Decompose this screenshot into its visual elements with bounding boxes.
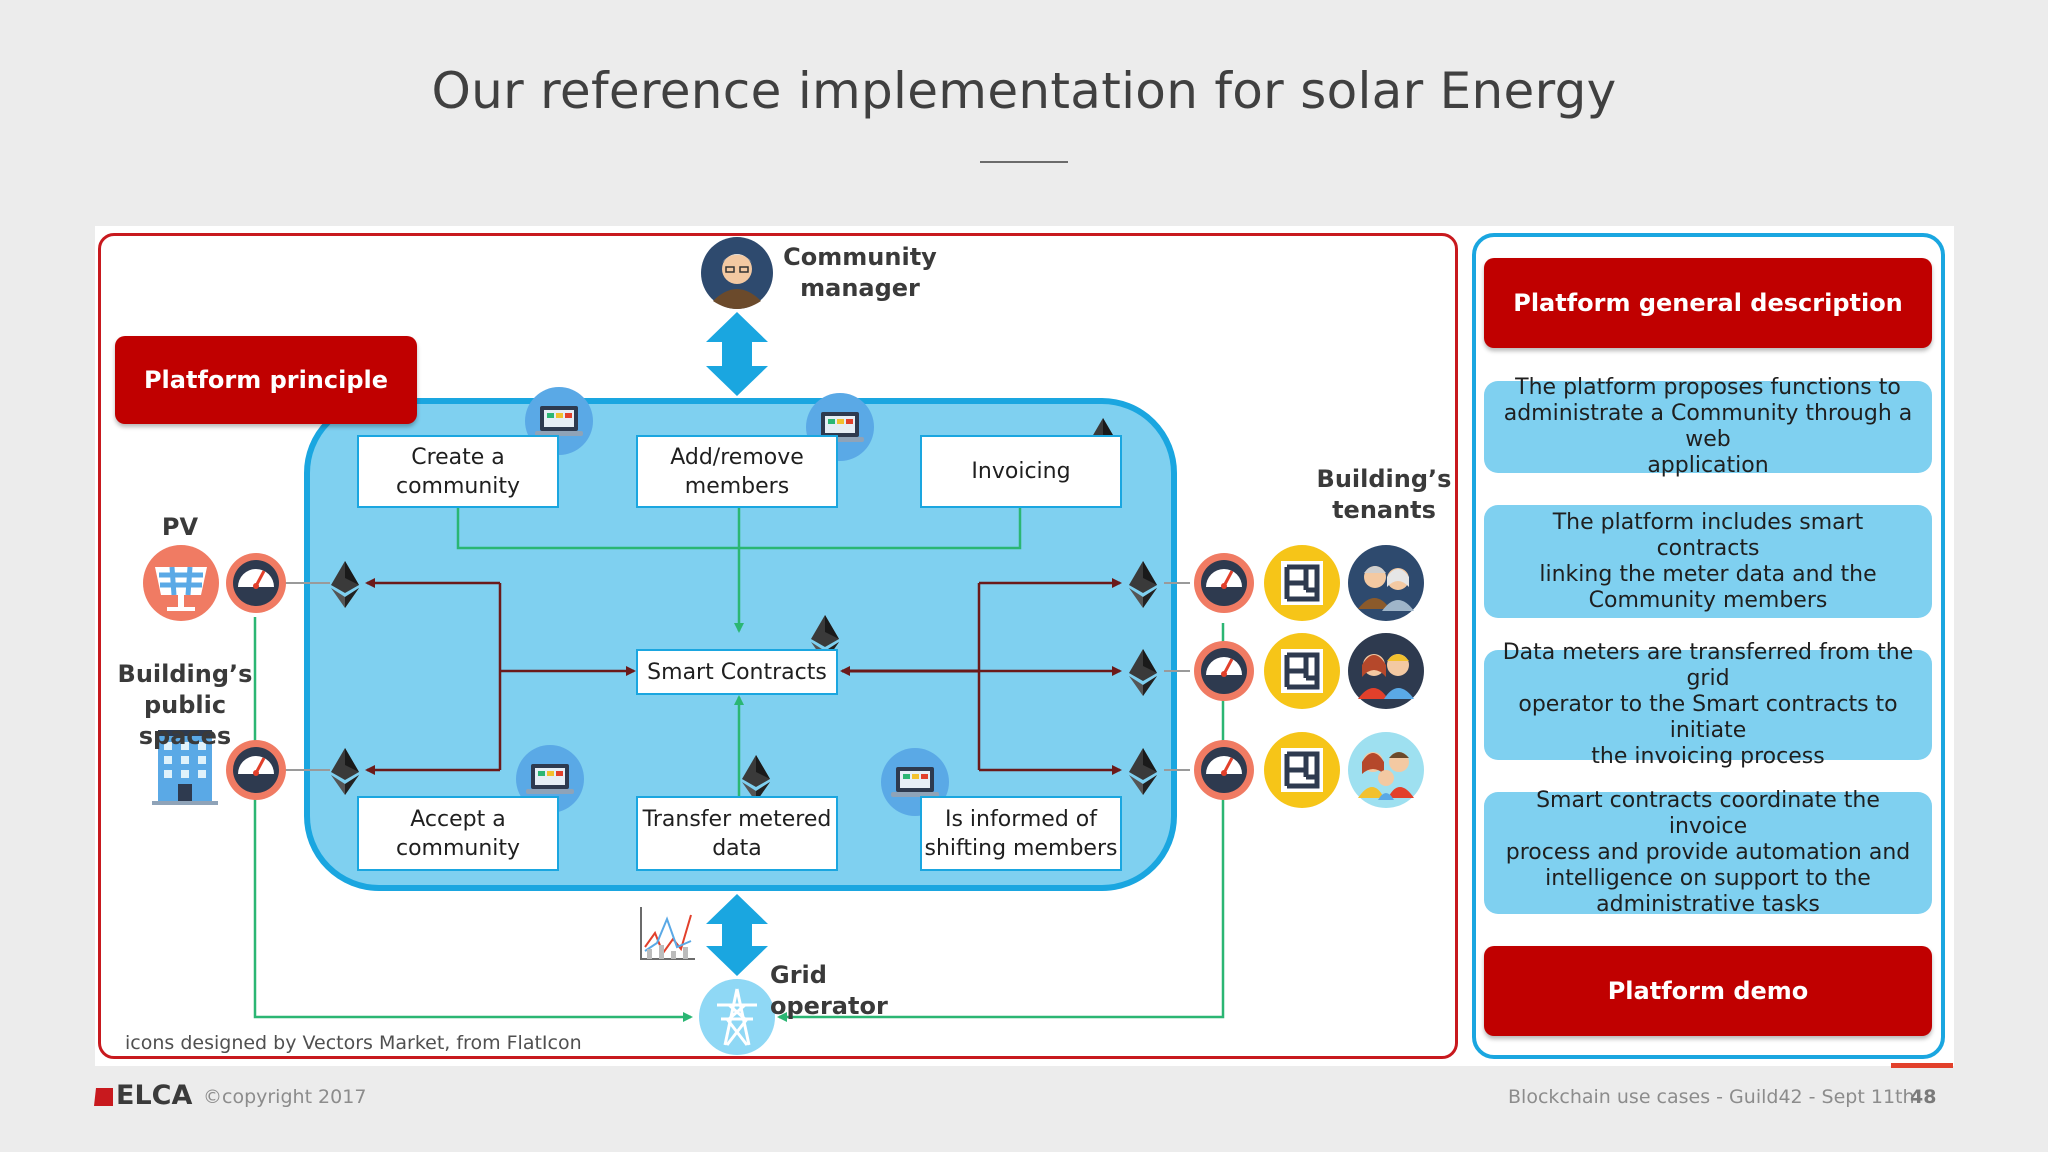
platform-demo-button[interactable]: Platform demo bbox=[1484, 946, 1932, 1036]
office-building-icon bbox=[152, 730, 218, 805]
platform-description-header[interactable]: Platform general description bbox=[1484, 258, 1932, 348]
platform-principle-button[interactable]: Platform principle bbox=[115, 336, 417, 424]
double-arrow-icon bbox=[706, 894, 768, 976]
grid-operator-label: Grid operator bbox=[770, 961, 888, 1020]
footer-copyright: ©copyright 2017 bbox=[203, 1086, 367, 1108]
public-spaces-label: Building’s public spaces bbox=[117, 660, 253, 750]
community-manager-label: Community manager bbox=[783, 243, 937, 302]
meter-icon bbox=[1192, 639, 1256, 703]
solar-panel-icon bbox=[143, 545, 219, 621]
pv-label: PV bbox=[161, 513, 199, 541]
slide-title: Our reference implementation for solar E… bbox=[431, 62, 1617, 120]
meter-icon bbox=[1192, 551, 1256, 615]
meter-icon bbox=[224, 551, 288, 615]
description-panel bbox=[1472, 233, 1945, 1059]
house-plan-icon bbox=[1264, 732, 1340, 808]
family-icon bbox=[1348, 732, 1424, 808]
icon-credit: icons designed by Vectors Market, from F… bbox=[125, 1032, 582, 1054]
family-icon bbox=[1348, 633, 1424, 709]
invoicing-box: Invoicing bbox=[920, 435, 1122, 508]
tenants-label: Building’s tenants bbox=[1316, 465, 1452, 524]
elca-logo-mark bbox=[94, 1088, 113, 1106]
chart-icon bbox=[640, 907, 695, 960]
house-plan-icon bbox=[1264, 633, 1340, 709]
transmission-tower-icon bbox=[699, 979, 775, 1055]
title-divider bbox=[980, 161, 1068, 163]
meter-icon bbox=[1192, 738, 1256, 802]
description-item: Data meters are transferred from the gri… bbox=[1484, 640, 1932, 769]
smart-contracts-box: Smart Contracts bbox=[636, 649, 838, 695]
footer-event: Blockchain use cases - Guild42 - Sept 11… bbox=[1508, 1086, 1915, 1108]
double-arrow-icon bbox=[706, 312, 768, 396]
house-plan-icon bbox=[1264, 545, 1340, 621]
page-number: 48 bbox=[1910, 1086, 1937, 1108]
user-avatar-icon bbox=[701, 237, 773, 309]
footer-brand: ELCA bbox=[116, 1080, 193, 1111]
family-icon bbox=[1348, 545, 1424, 621]
diagram-frame bbox=[98, 233, 1458, 1059]
